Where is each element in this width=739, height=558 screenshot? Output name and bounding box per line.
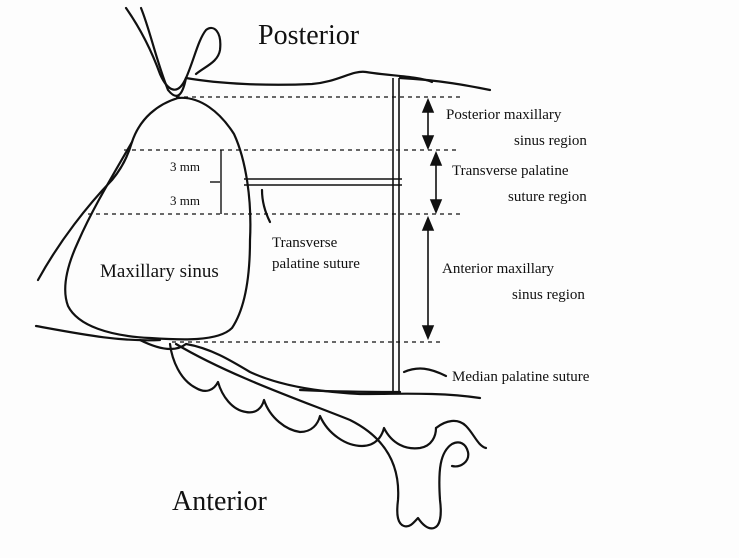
anterior-region-arrow-bottom	[423, 326, 433, 338]
median-suture-label: Median palatine suture	[452, 370, 589, 385]
right-palate-contour	[400, 78, 490, 90]
transverse-region-arrow-bottom	[431, 200, 441, 212]
transverse-region-label-1: Transverse palatine	[452, 164, 569, 179]
anterior-label: Anterior	[172, 488, 267, 516]
anterior-region-label-1: Anterior maxillary	[442, 262, 554, 277]
posterior-region-arrow-bottom	[423, 136, 433, 148]
mm-upper-label: 3 mm	[170, 160, 200, 173]
teeth-outline	[170, 344, 436, 448]
posterior-region-label-1: Posterior maxillary	[446, 108, 561, 123]
median-suture-leader	[404, 369, 446, 376]
lateral-wall-line	[38, 142, 132, 280]
transverse-suture-leader	[262, 190, 270, 222]
transverse-region-label-2: suture region	[508, 190, 587, 205]
posterior-palate-border	[186, 72, 432, 85]
maxillary-sinus-outline	[65, 98, 250, 340]
anterior-region-label-2: sinus region	[512, 288, 585, 303]
posterior-label: Posterior	[258, 22, 359, 50]
transverse-region-arrow-top	[431, 153, 441, 165]
maxillary-sinus-label: Maxillary sinus	[100, 262, 219, 281]
transverse-suture-label-1: Transverse	[272, 236, 337, 251]
mm-lower-label: 3 mm	[170, 194, 200, 207]
pterygoid-process-outline	[126, 8, 220, 90]
transverse-suture-label-2: palatine suture	[272, 257, 360, 272]
posterior-region-label-2: sinus region	[514, 134, 587, 149]
anterior-region-arrow-top	[423, 218, 433, 230]
right-maxilla-line	[300, 390, 400, 392]
posterior-region-arrow-top	[423, 100, 433, 112]
